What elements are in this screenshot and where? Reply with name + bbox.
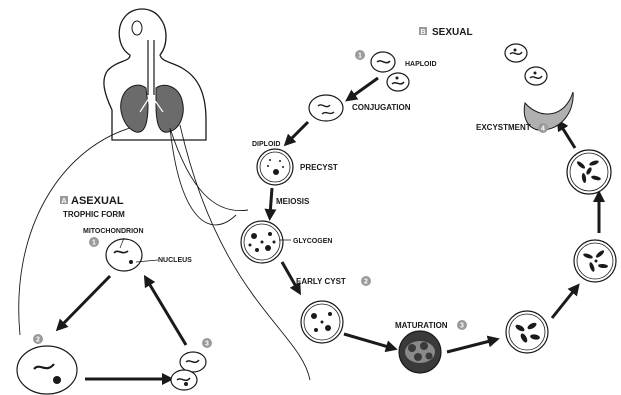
section-a-header: A ASEXUAL TROPHIC FORM	[60, 195, 125, 219]
step2-number-b: 2	[364, 279, 368, 286]
released-trophozoite-2	[525, 67, 547, 85]
section-a-title: ASEXUAL	[71, 195, 124, 207]
step1-number-a: 1	[92, 240, 96, 247]
conjugation-cell: CONJUGATION	[309, 95, 411, 121]
human-torso-illustration	[104, 9, 206, 140]
glycogen-label: GLYCOGEN	[293, 238, 332, 245]
arrow-mature-3-to-excystment	[560, 124, 575, 148]
arrow-mature-1-to-mature-2	[552, 288, 576, 318]
released-trophozoite-1	[505, 44, 527, 62]
nose-detail	[132, 21, 142, 35]
excystment: EXCYSTMENT 4	[476, 44, 573, 133]
step3-number-b: 3	[460, 323, 464, 330]
maturation-cyst: MATURATION 3	[395, 320, 467, 373]
arrow-trophic-to-cell2	[60, 276, 110, 327]
arrow-precyst-to-meiosis	[270, 188, 272, 215]
precyst-cell: DIPLOID PRECYST	[252, 141, 338, 185]
mature-cyst-3	[567, 150, 611, 194]
conjugation-label: CONJUGATION	[352, 103, 411, 112]
arrow-conjugation-to-precyst	[288, 122, 308, 142]
arrow-maturation-to-mature-1	[447, 340, 494, 352]
meiosis-label: MEIOSIS	[276, 197, 310, 206]
maturation-label: MATURATION	[395, 321, 448, 330]
haploid-label: HAPLOID	[405, 61, 437, 68]
early-cyst: EARLY CYST 2	[296, 276, 371, 343]
curve-lung-to-meiosis	[170, 128, 248, 225]
trophic-form-cell: MITOCHONDRION 1 NUCLEUS	[83, 228, 192, 271]
ruptured-cyst-wall	[524, 92, 573, 130]
section-a-badge: A	[61, 198, 66, 205]
arrow-haploid-to-conjugation	[350, 78, 378, 98]
mature-cyst-2	[574, 240, 616, 282]
step3-number-a: 3	[205, 341, 209, 348]
asexual-cell-3: 3	[171, 338, 212, 390]
arrow-early-cyst-to-maturation	[344, 334, 392, 348]
trophic-form-label: TROPHIC FORM	[63, 210, 125, 219]
arrow-cell3-to-trophic	[147, 280, 186, 345]
nucleus-label: NUCLEUS	[158, 257, 192, 264]
mitochondrion-label: MITOCHONDRION	[83, 228, 144, 235]
torso-outline	[104, 9, 206, 140]
excystment-label: EXCYSTMENT	[476, 123, 531, 132]
section-b-title: SEXUAL	[432, 27, 473, 38]
precyst-label: PRECYST	[300, 163, 338, 172]
haploid-cell-2	[387, 73, 409, 91]
meiosis-cyst: GLYCOGEN	[241, 221, 332, 263]
asexual-cell-2: 2	[17, 334, 77, 394]
mature-cyst-1	[506, 311, 548, 353]
step4-number: 4	[541, 126, 545, 133]
step1-number: 1	[358, 53, 362, 60]
early-cyst-label: EARLY CYST	[296, 277, 346, 286]
diploid-label: DIPLOID	[252, 141, 280, 148]
step2-number-a: 2	[36, 337, 40, 344]
section-b-header: B SEXUAL	[419, 27, 473, 38]
section-b-badge: B	[420, 29, 425, 36]
